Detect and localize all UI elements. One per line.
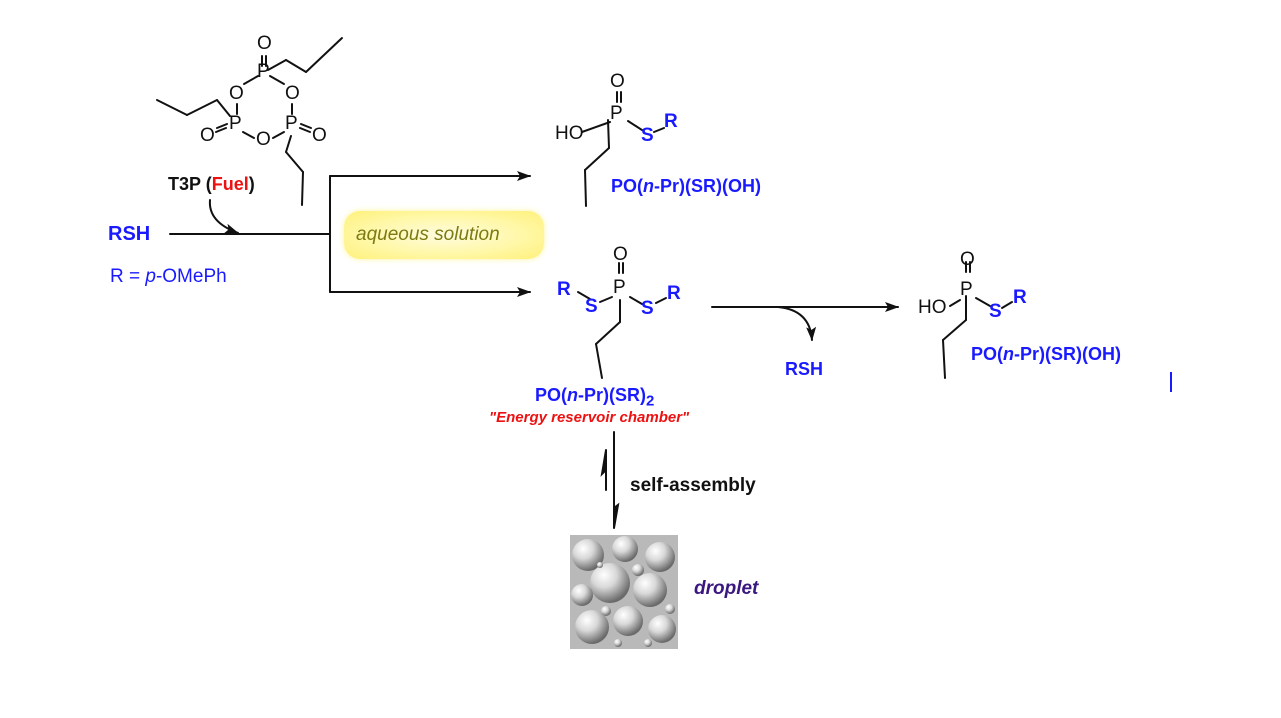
intermediate-formula: PO(n-Pr)(SR)2 bbox=[535, 385, 654, 410]
top-atom-r: R bbox=[664, 111, 678, 132]
int-atom-s1: S bbox=[585, 296, 598, 317]
formula-italic: n bbox=[643, 176, 655, 196]
t3p-addition-arrow bbox=[208, 199, 239, 234]
condition-label: aqueous solution bbox=[356, 224, 500, 245]
int-atom-s2: S bbox=[641, 298, 654, 319]
top-atom-s: S bbox=[641, 125, 654, 146]
formula-italic: n bbox=[1003, 344, 1015, 364]
r-def-italic: p bbox=[145, 266, 156, 287]
r-def-suffix: -OMePh bbox=[155, 266, 227, 287]
formula-subscript: 2 bbox=[646, 392, 655, 410]
t3p-atom-o: O bbox=[257, 33, 272, 54]
formula-part: -Pr)(SR)(OH) bbox=[654, 176, 761, 196]
rsh-byproduct: RSH bbox=[785, 359, 824, 379]
right-atom-s: S bbox=[989, 301, 1002, 322]
formula-part: -Pr)(SR) bbox=[578, 385, 647, 405]
t3p-atom-p: P bbox=[285, 113, 298, 134]
aqueous-solution-highlight: aqueous solution bbox=[344, 211, 544, 259]
t3p-atom-o: O bbox=[256, 129, 271, 150]
formula-part: PO( bbox=[611, 176, 644, 196]
rsh-reactant: RSH bbox=[108, 223, 151, 245]
r-definition: R = p-OMePh bbox=[110, 266, 227, 288]
t3p-name: T3P bbox=[168, 174, 201, 194]
t3p-label: T3P (Fuel) bbox=[168, 174, 255, 195]
r-def-prefix: R = bbox=[110, 266, 146, 287]
bubbles-illustration bbox=[570, 535, 678, 649]
int-atom-o: O bbox=[613, 244, 628, 265]
equilibrium-head-down bbox=[613, 502, 620, 529]
t3p-atom-o: O bbox=[229, 83, 244, 104]
int-atom-r2: R bbox=[667, 283, 681, 304]
formula-part: -Pr)(SR)(OH) bbox=[1014, 344, 1121, 364]
droplet-label: droplet bbox=[694, 578, 759, 599]
rsh-release-arrow bbox=[777, 306, 817, 341]
formula-part: PO( bbox=[971, 344, 1004, 364]
energy-reservoir-caption: "Energy reservoir chamber" bbox=[489, 409, 690, 426]
top-atom-p: P bbox=[610, 103, 623, 124]
top-product-formula: PO(n-Pr)(SR)(OH) bbox=[611, 176, 761, 197]
self-assembly-label: self-assembly bbox=[630, 475, 756, 496]
formula-part: PO( bbox=[535, 385, 568, 405]
int-atom-r1: R bbox=[557, 279, 571, 300]
paren: ( bbox=[205, 174, 212, 194]
top-atom-o: O bbox=[610, 71, 625, 92]
right-atom-o: O bbox=[960, 249, 975, 270]
right-atom-r: R bbox=[1013, 287, 1027, 308]
t3p-structure bbox=[156, 37, 343, 206]
t3p-atom-o: O bbox=[312, 125, 327, 146]
t3p-atom-o: O bbox=[285, 83, 300, 104]
t3p-atom-p: P bbox=[257, 61, 270, 82]
top-atom-ho: HO bbox=[555, 123, 584, 144]
equilibrium-head-up bbox=[600, 449, 607, 477]
int-atom-p: P bbox=[613, 277, 626, 298]
t3p-atom-o: O bbox=[200, 125, 215, 146]
formula-italic: n bbox=[567, 385, 579, 405]
right-atom-p: P bbox=[960, 279, 973, 300]
t3p-atom-p: P bbox=[229, 113, 242, 134]
right-product-formula: PO(n-Pr)(SR)(OH) bbox=[971, 344, 1121, 365]
fuel-label: Fuel bbox=[211, 174, 249, 194]
paren: ) bbox=[248, 174, 255, 194]
right-atom-ho: HO bbox=[918, 297, 947, 318]
droplet-image bbox=[570, 535, 678, 649]
